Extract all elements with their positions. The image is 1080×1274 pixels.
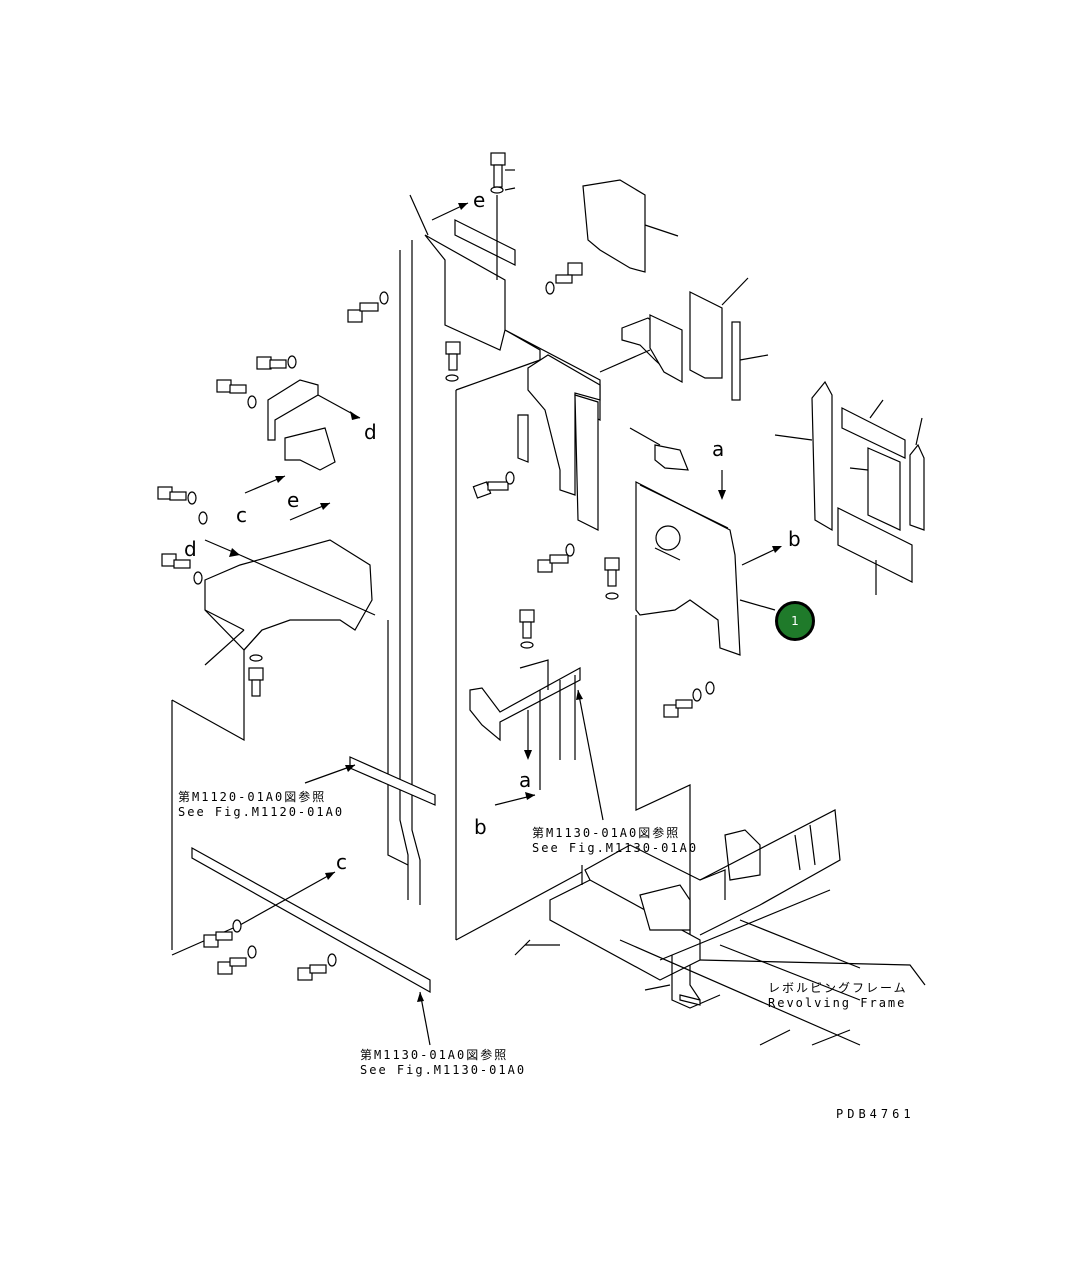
label-a-right: a (712, 437, 725, 461)
reference-m1130-lower-en: See Fig.M1130-01A0 (360, 1063, 527, 1077)
label-e-top: e (473, 188, 486, 212)
bolt-left-6 (248, 654, 264, 697)
handle-pad (654, 444, 689, 471)
reference-m1120: 第M1120-01A0図参照 See Fig.M1120-01A0 (178, 790, 344, 820)
bolt-left-2 (256, 355, 297, 370)
label-c-left: c (236, 503, 247, 527)
lower-frame-outline (635, 615, 701, 1001)
upper-pad-part (582, 179, 646, 273)
lower-crossbar (191, 846, 431, 994)
upper-crossbar (349, 756, 436, 806)
mid-bracket-b (574, 394, 599, 531)
bolt-left-5 (161, 553, 203, 585)
revolving-frame-label-en: Revolving Frame (768, 996, 907, 1010)
mid-left-bracket (284, 427, 336, 471)
small-clip (517, 414, 529, 463)
bolt-center-6 (663, 681, 715, 718)
far-right-plate (837, 507, 913, 583)
revolving-frame-drawing (514, 809, 926, 1046)
left-frame-outline (399, 240, 421, 905)
top-cover-strip (454, 219, 516, 266)
bolt-left-4 (157, 486, 208, 525)
bolt-bottom-left-3 (297, 953, 337, 981)
reference-m1130-upper-en: See Fig.M1130-01A0 (532, 841, 699, 855)
part-callout-1[interactable]: 1 (775, 601, 815, 641)
label-d-upper: d (364, 420, 377, 444)
left-tray (204, 539, 373, 651)
small-pad (649, 314, 683, 384)
reference-m1120-en: See Fig.M1120-01A0 (178, 805, 345, 819)
far-right-panel-1 (811, 380, 833, 532)
far-right-strip (909, 443, 925, 531)
bolt-top-mid (545, 262, 583, 295)
bolt-left-3 (216, 379, 257, 409)
mid-bracket (527, 354, 601, 496)
far-right-pad-3 (867, 447, 901, 531)
bolt-bottom-left-2 (217, 945, 257, 975)
reference-m1130-upper-jp: 第M1130-01A0図参照 (532, 826, 681, 840)
far-right-pad-2 (841, 407, 906, 459)
bottom-connector-line (455, 871, 583, 941)
bolt-center-2 (472, 471, 515, 499)
revolving-frame-label-jp: レボルビングフレーム (768, 981, 908, 995)
revolving-frame-label: レボルビングフレーム Revolving Frame (768, 981, 908, 1011)
right-pad-a (689, 291, 723, 379)
bolt-center-4 (604, 557, 620, 600)
bolt-center-1 (445, 341, 461, 382)
label-b-right: b (788, 527, 801, 551)
left-panel-outline (171, 620, 409, 950)
bolt-left-1 (347, 291, 389, 323)
reference-m1130-upper: 第M1130-01A0図参照 See Fig.M1130-01A0 (532, 826, 698, 856)
center-panel (635, 481, 741, 656)
label-c-bottom: c (336, 850, 347, 874)
label-b-bottom: b (474, 815, 487, 839)
reference-m1130-lower: 第M1130-01A0図参照 See Fig.M1130-01A0 (360, 1048, 526, 1078)
bolt-center-3 (537, 543, 575, 573)
drawing-code: PDB4761 (836, 1107, 915, 1121)
reference-m1130-lower-jp: 第M1130-01A0図参照 (360, 1048, 509, 1062)
bolt-bottom-left-1 (203, 919, 242, 948)
bolt-center-5 (519, 609, 535, 649)
bolt-top-center (490, 152, 516, 194)
label-d-left: d (184, 537, 197, 561)
label-a-bottom: a (519, 768, 532, 792)
lower-center-bracket (469, 666, 581, 742)
reference-m1120-jp: 第M1120-01A0図参照 (178, 790, 327, 804)
right-strip (731, 321, 741, 401)
upper-left-bracket (267, 379, 319, 441)
label-e-left: e (287, 488, 300, 512)
